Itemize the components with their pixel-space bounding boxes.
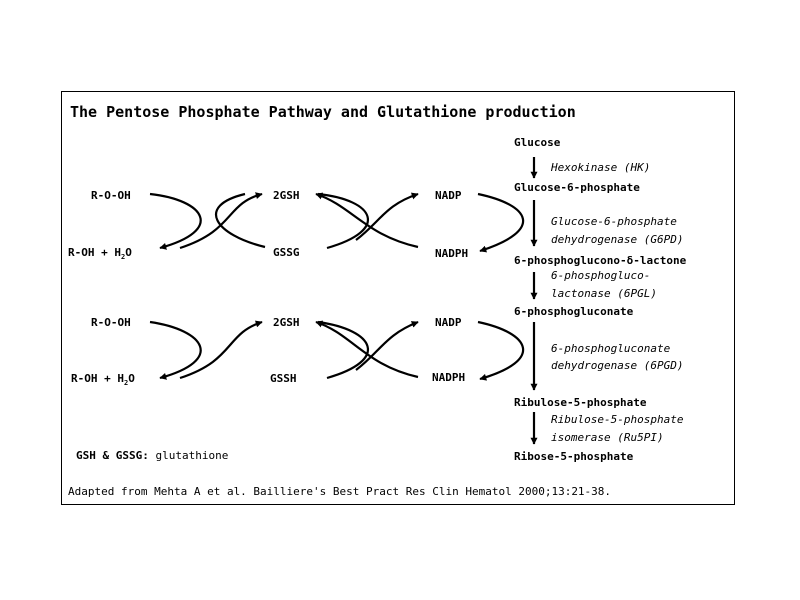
pgl-label-line1: 6-phosphogluco- (551, 269, 651, 282)
gsh-label-top: 2GSH (273, 189, 300, 202)
gluconate-label: 6-phosphogluconate (514, 305, 634, 318)
diagram-frame (61, 91, 735, 505)
peroxide-label-bottom: R-O-OH (91, 316, 131, 329)
arrow-gssg-to-gsh-top (179, 192, 263, 250)
ribulose-label: Ribulose-5-phosphate (514, 396, 647, 409)
g6pd-label-line2: dehydrogenase (G6PD) (551, 233, 684, 246)
legend-definition: glutathione (155, 449, 229, 462)
nadph-label-top: NADPH (435, 247, 469, 260)
nadp-label-bottom: NADP (435, 316, 462, 329)
arrow-nadph-to-nadp-bottom (355, 320, 419, 371)
rpi-label-line2: isomerase (Ru5PI) (551, 431, 664, 444)
alcohol-label-top: R-OH + H2O (68, 246, 132, 261)
glucose-label: Glucose (514, 136, 561, 149)
arrow-peroxide-to-alcohol-top (149, 192, 202, 250)
arrow-gssg-to-gsh-right-top (315, 192, 419, 249)
lactone-label: 6-phosphoglucono-δ-lactone (514, 254, 687, 267)
rpi-label-line1: Ribulose-5-phosphate (551, 413, 684, 426)
arrow-gsh-to-gssg-right-top (317, 192, 370, 250)
legend: GSH & GSSG: glutathione (76, 449, 228, 462)
nadph-label-bottom: NADPH (432, 371, 466, 384)
arrow-peroxide-to-alcohol-bottom (149, 320, 202, 380)
arrow-nadp-to-nadph-bottom (477, 320, 525, 381)
peroxide-label-top: R-O-OH (91, 189, 131, 202)
ribose-label: Ribose-5-phosphate (514, 450, 634, 463)
alcohol-label-bottom: R-OH + H2O (71, 372, 135, 387)
arrow-nadph-to-nadp-top (355, 192, 419, 241)
pgd-label-line1: 6-phosphogluconate (551, 342, 671, 355)
citation: Adapted from Mehta A et al. Bailliere's … (68, 485, 612, 498)
diagram-title: The Pentose Phosphate Pathway and Glutat… (70, 103, 576, 121)
gssg-label-bottom: GSSH (270, 372, 297, 385)
arrow-gssg-to-gsh-bottom (179, 320, 263, 380)
gsh-label-bottom: 2GSH (273, 316, 300, 329)
arrow-gsh-to-gssg-right-bottom (317, 320, 370, 380)
gssg-label-top: GSSG (273, 246, 300, 259)
arrow-nadp-to-nadph-top (477, 192, 525, 253)
legend-term: GSH & GSSG: (76, 449, 149, 462)
glucose-6-phosphate-label: Glucose-6-phosphate (514, 181, 640, 194)
g6pd-label-line1: Glucose-6-phosphate (551, 215, 677, 228)
pgd-label-line2: dehydrogenase (6PGD) (551, 359, 684, 372)
nadp-label-top: NADP (435, 189, 462, 202)
arrow-gsh-to-gssg-top (214, 192, 266, 249)
arrow-gssg-to-gsh-right-bottom (315, 320, 419, 379)
hexokinase-label: Hexokinase (HK) (551, 161, 651, 174)
pgl-label-line2: lactonase (6PGL) (551, 287, 657, 300)
